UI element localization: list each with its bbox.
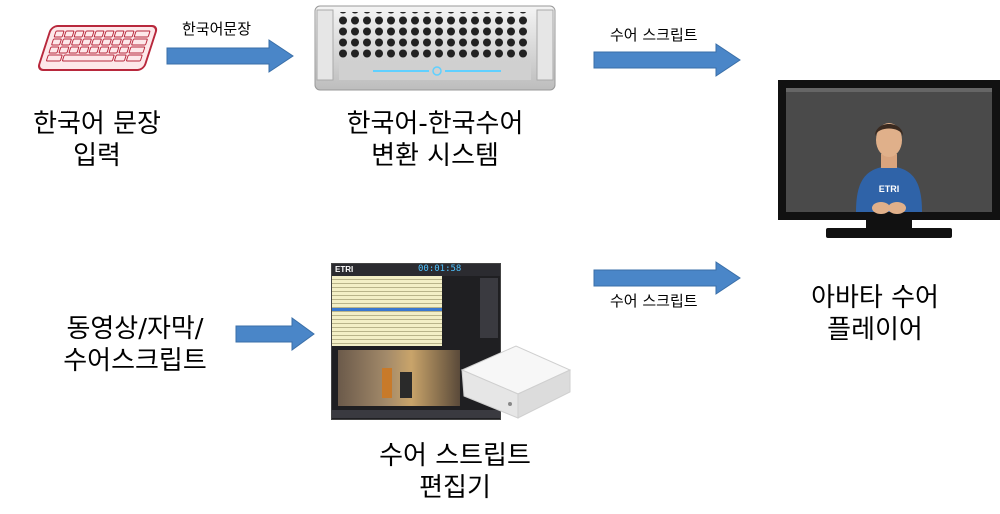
arrow-input-label: 한국어문장 (182, 20, 252, 38)
editor-video-preview (338, 350, 460, 406)
arrow-editor-to-player (593, 261, 741, 295)
editor-toolbar: ETRI 00:01:58 (332, 264, 500, 276)
editor-node-line1: 수어 스트립트 (379, 441, 531, 471)
arrow-video-to-editor (235, 317, 315, 351)
keyboard-icon (37, 25, 158, 71)
device-box-icon (460, 345, 572, 419)
server-node-line1: 한국어-한국수어 (346, 109, 524, 139)
player-node-caption: 아바타 수어 플레이어 (790, 282, 960, 346)
server-icon (314, 5, 556, 91)
video-node-line2: 수어스크립트 (63, 346, 207, 376)
editor-selected-row (332, 308, 442, 311)
arrow-input-to-server (166, 39, 294, 73)
player-node-line2: 플레이어 (827, 315, 923, 345)
input-node-line1: 한국어 문장 (33, 109, 161, 139)
server-node-caption: 한국어-한국수어 변환 시스템 (325, 108, 545, 172)
arrow-server-to-player (593, 43, 741, 77)
editor-timer: 00:01:58 (418, 264, 462, 274)
input-node-caption: 한국어 문장 입력 (12, 108, 182, 172)
video-node-caption: 동영상/자막/ 수어스크립트 (40, 313, 230, 377)
arrow-server-label: 수어 스크립트 (610, 26, 698, 44)
editor-script-list (332, 276, 442, 346)
avatar-shirt-text: ETRI (879, 184, 900, 194)
monitor-icon: ETRI (778, 80, 1000, 238)
editor-side-panel (480, 278, 498, 338)
arrow-editor-label: 수어 스크립트 (610, 292, 698, 310)
input-node-line2: 입력 (73, 141, 121, 171)
server-node-line2: 변환 시스템 (371, 141, 499, 171)
editor-node-line2: 편집기 (419, 473, 491, 503)
avatar-figure: ETRI (856, 123, 922, 214)
player-node-line1: 아바타 수어 (811, 283, 939, 313)
video-node-line1: 동영상/자막/ (66, 314, 204, 344)
editor-node-caption: 수어 스트립트 편집기 (355, 440, 555, 504)
editor-logo: ETRI (335, 265, 354, 274)
editor-timeline (332, 410, 500, 418)
